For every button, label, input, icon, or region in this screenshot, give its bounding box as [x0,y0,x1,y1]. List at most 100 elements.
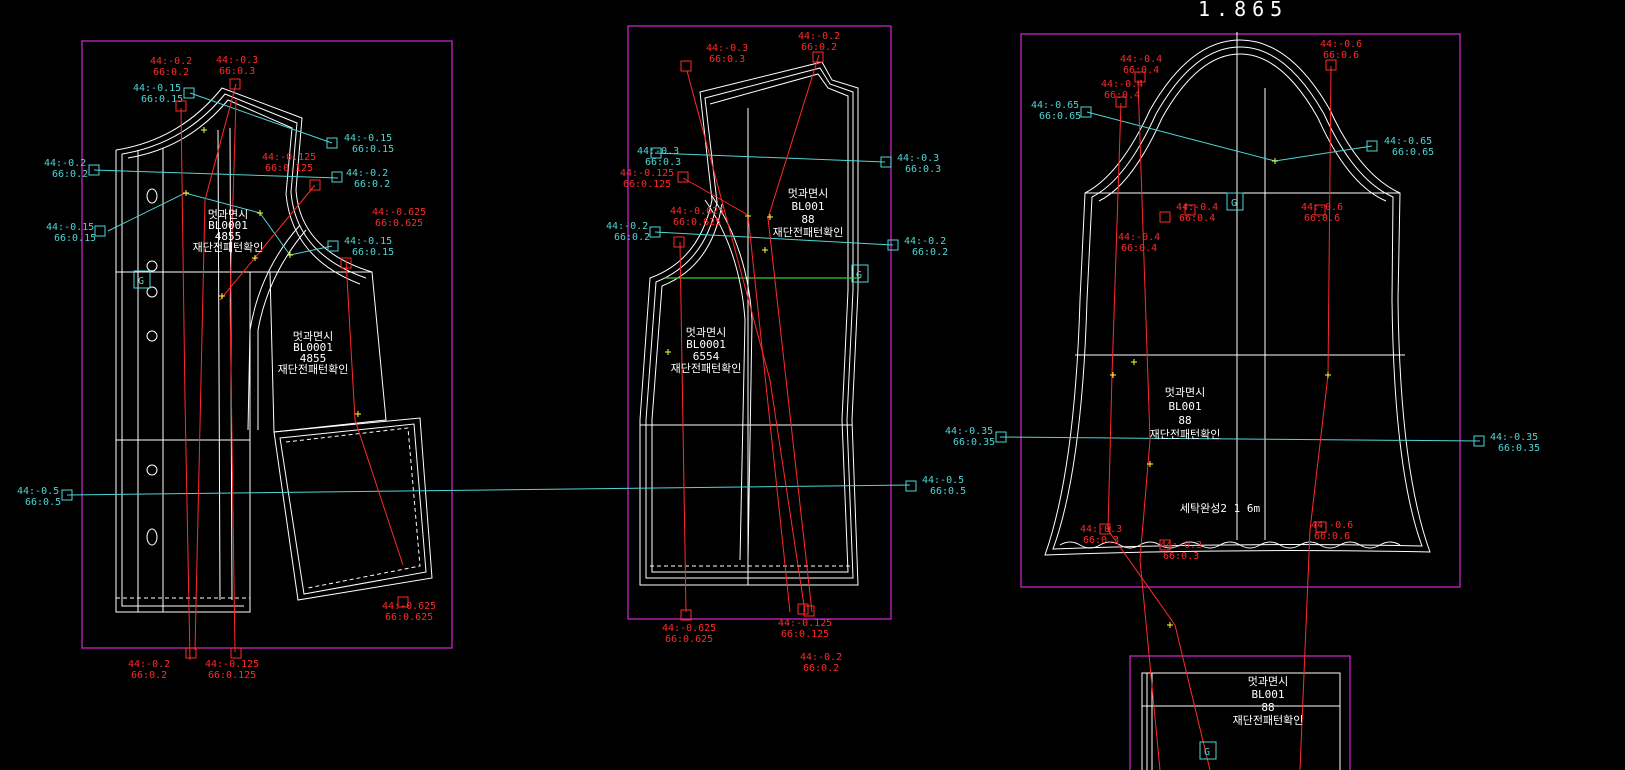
notch-icon [355,411,361,417]
notch-icon [1110,372,1116,378]
piece-annotation-text: 재단전패턴확인 [193,241,264,254]
grade-rule-label: 66:0.3 [219,66,255,77]
grade-rule-label: 44:-0.625 [670,206,724,217]
collar-piece-boundary[interactable] [1129,655,1351,770]
back-pattern-piece[interactable] [639,61,860,586]
grade-point-marker[interactable] [1325,59,1337,71]
grade-rule-label: 44:-0.125 [620,168,674,179]
grade-point-marker[interactable] [183,87,195,99]
front-pattern-piece[interactable] [115,87,433,613]
grade-point-marker[interactable] [88,164,100,176]
grade-point-marker[interactable] [340,257,352,269]
piece-annotation-text: BL0001 [208,219,248,232]
sleeve-pattern-piece[interactable] [1044,32,1431,556]
grade-point-marker[interactable] [995,431,1007,443]
grade-point-marker[interactable] [649,226,661,238]
grade-point-marker[interactable] [1115,96,1127,108]
grade-point-marker[interactable] [1080,106,1092,118]
grade-rule-label: 66:0.4 [1179,213,1215,224]
grade-rule-label: 44:-0.6 [1320,39,1362,50]
grade-point-marker[interactable] [1159,211,1171,223]
grade-rule-label: 44:-0.625 [382,601,436,612]
grade-point-marker[interactable] [887,239,899,251]
grade-point-marker[interactable] [327,240,339,252]
grade-rule-label: 66:0.625 [385,612,433,623]
grade-point-marker[interactable] [230,647,242,659]
sleeve-piece-boundary[interactable] [1020,33,1461,588]
piece-annotation-text: 멋과면시 [788,187,828,200]
grade-point-marker[interactable] [331,171,343,183]
grade-point-marker[interactable] [650,147,662,159]
grade-point-marker[interactable] [680,609,692,621]
grade-rule-label: 44:-0.3 [706,43,748,54]
grade-rule-label: 44:-0.2 [606,221,648,232]
back-piece-boundary[interactable] [627,25,892,620]
grade-point-marker[interactable] [1366,140,1378,152]
grade-point-marker[interactable] [61,489,73,501]
grade-rule-label: 66:0.35 [953,437,995,448]
grade-point-marker[interactable] [185,647,197,659]
grade-point-marker[interactable] [1099,523,1111,535]
collar-pattern-piece[interactable] [1141,672,1341,770]
grade-point-marker[interactable] [1159,539,1171,551]
grade-point-marker[interactable] [673,236,685,248]
piece-annotation-text: 멋과면시 [1165,386,1205,399]
notch-icon [287,252,293,258]
piece-annotation-text: 재단전패턴확인 [671,362,742,375]
notch-icon [1167,622,1173,628]
grade-rule-label: 44:-0.125 [205,659,259,670]
grade-rule-label: 66:0.4 [1121,243,1157,254]
grade-rule-label: 44:-0.2 [44,158,86,169]
grain-marker-icon[interactable] [133,270,151,289]
grade-point-marker[interactable] [229,78,241,90]
grade-point-marker[interactable] [1184,204,1196,216]
grade-rule-label: 66:0.15 [352,144,394,155]
grade-rule-label: 44:-0.625 [372,207,426,218]
grade-rule-label: 44:-0.35 [1490,432,1538,443]
front-piece-boundary[interactable] [81,40,453,649]
grade-rule-label: 44:-0.4 [1120,54,1162,65]
grade-rule-label: 66:0.3 [645,157,681,168]
grade-point-marker[interactable] [1315,521,1327,533]
grain-marker-icon[interactable] [851,264,869,283]
grade-rule-lines-cyan [66,92,1481,496]
grade-rule-label: 66:0.6 [1323,50,1359,61]
grain-marker-icon[interactable] [1226,192,1244,211]
piece-annotation-text: 4855 [300,352,327,365]
grade-point-marker[interactable] [1314,204,1326,216]
grade-rule-label: 44:-0.3 [1160,540,1202,551]
grade-rule-label: 44:-0.2 [150,56,192,67]
grade-rule-label: 44:-0.15 [133,83,181,94]
grade-point-marker[interactable] [326,137,338,149]
piece-annotation-text: 멋과면시 [1248,675,1288,688]
grade-rule-label: 66:0.4 [1123,65,1159,76]
notch-icon [1131,359,1137,365]
notch-icon [257,210,263,216]
piece-annotation-text: BL0001 [686,338,726,351]
grade-point-marker[interactable] [94,225,106,237]
grade-point-marker[interactable] [905,480,917,492]
grade-point-marker[interactable] [309,179,321,191]
grade-point-marker[interactable] [1473,435,1485,447]
grade-rule-label: 66:0.125 [781,629,829,640]
piece-annotation-text: BL0001 [293,341,333,354]
grade-rule-label: 44:-0.65 [1031,100,1079,111]
grade-point-marker[interactable] [812,51,824,63]
grade-rule-label: 44:-0.125 [778,618,832,629]
grain-marker-icon[interactable] [1199,741,1217,760]
grade-point-marker[interactable] [677,171,689,183]
grade-point-marker[interactable] [397,596,409,608]
grade-point-marker[interactable] [680,60,692,72]
grade-rule-label: 66:0.3 [1083,535,1119,546]
grade-rule-label: 44:-0.2 [798,31,840,42]
grain-marker-label: G [1204,747,1210,758]
grade-point-marker[interactable] [175,100,187,112]
grade-point-marker[interactable] [803,605,815,617]
grade-rule-label: 66:0.125 [265,163,313,174]
notch-icon [1272,158,1278,164]
grade-point-marker[interactable] [797,603,809,615]
grade-point-marker[interactable] [1134,71,1146,83]
grade-point-marker[interactable] [880,156,892,168]
